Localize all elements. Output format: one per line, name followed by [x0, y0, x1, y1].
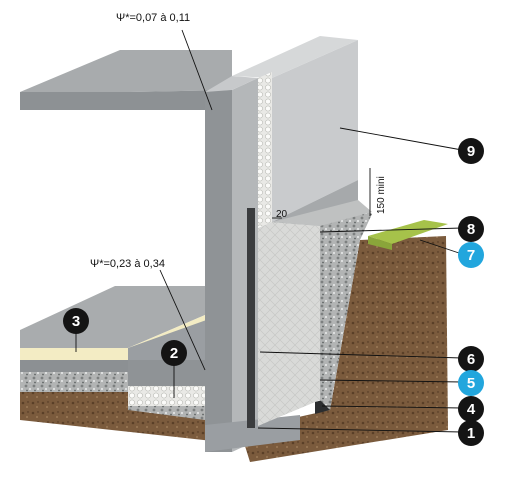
gravel-under-slab: [20, 370, 128, 392]
ext-wall-face: [272, 40, 358, 222]
callout-2: 2: [161, 340, 187, 366]
footing: [205, 415, 300, 452]
soil-right: [240, 236, 448, 462]
gravel-top: [272, 200, 372, 226]
callout-9: 9: [458, 138, 484, 164]
pebble-layer: [128, 386, 206, 406]
callout-4: 4: [458, 396, 484, 422]
dim-20-label: 20: [276, 209, 288, 220]
callout-8: 8: [458, 216, 484, 242]
membrane: [247, 208, 255, 428]
ext-wall-top: [232, 36, 358, 78]
insulation-strip: [258, 72, 272, 228]
screed-layer: [20, 312, 212, 360]
slab-front: [20, 360, 128, 372]
callout-7: 7: [458, 242, 484, 268]
psi-bottom-label: Ψ*=0,23 à 0,34: [90, 258, 165, 270]
callout-6: 6: [458, 346, 484, 372]
callout-3: 3: [63, 308, 89, 334]
insulation-board: [258, 222, 320, 426]
wall-front: [205, 90, 232, 452]
wall-top: [205, 76, 258, 92]
psi-top-label: Ψ*=0,07 à 0,11: [116, 12, 191, 24]
callout-1: 1: [458, 420, 484, 446]
dim-150-label: 150 mini: [376, 176, 387, 214]
upper-slab-top: [20, 50, 232, 92]
floor-slab-top: [20, 286, 212, 348]
upper-slab-top2: [20, 90, 232, 110]
callout-5: 5: [458, 370, 484, 396]
turf-top: [368, 220, 448, 244]
turf-front: [368, 236, 392, 250]
leader-lines: [75, 29, 463, 433]
gravel-backfill: [272, 206, 372, 410]
